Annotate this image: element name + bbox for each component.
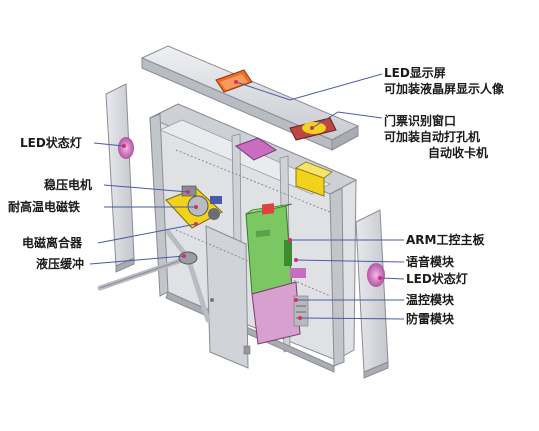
label-stabilizer-motor: 稳压电机 <box>44 178 93 192</box>
left-side-panel <box>105 83 135 273</box>
tripod-arms <box>97 229 211 323</box>
top-pink-module <box>234 137 278 161</box>
label-lightning-module: 防雷模块 <box>406 312 455 326</box>
leader-dots <box>122 80 382 320</box>
label-ticket-window-note1: 可加装自动打孔机 <box>384 130 481 144</box>
label-temp-module: 温控模块 <box>406 293 455 307</box>
label-solenoid: 耐高温电磁铁 <box>8 200 81 214</box>
label-ticket-window-note2: 自动收卡机 <box>428 146 489 160</box>
label-led-status-right: LED状态灯 <box>406 272 468 286</box>
label-arm-board: ARM工控主板 <box>406 233 485 247</box>
label-led-display: LED显示屏 <box>384 66 446 80</box>
label-led-status-left: LED状态灯 <box>20 136 82 150</box>
label-voice-module: 语音模块 <box>406 255 455 269</box>
leader-lines <box>89 73 405 320</box>
label-ticket-window: 门票识别窗口 <box>384 114 457 128</box>
label-clutch: 电磁离合器 <box>22 236 83 250</box>
right-side-panel <box>355 209 389 379</box>
label-led-display-note: 可加装液晶屏显示人像 <box>384 82 505 96</box>
label-hydraulic-buffer: 液压缓冲 <box>36 257 85 271</box>
led-status-light-left <box>118 137 134 159</box>
led-status-light-right <box>367 263 385 287</box>
